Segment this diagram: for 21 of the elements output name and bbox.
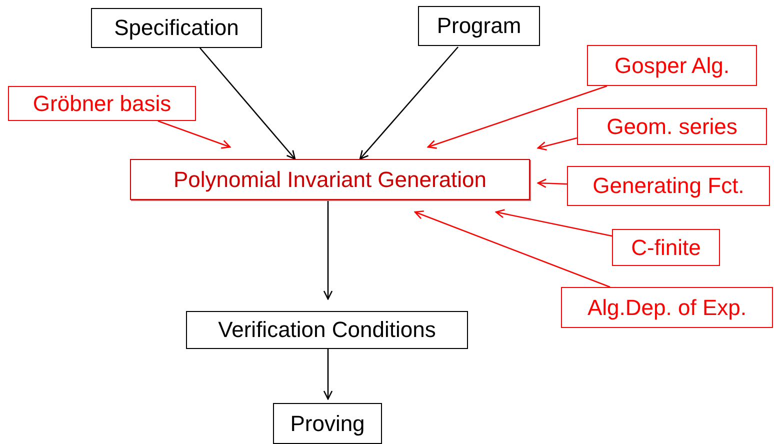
arrow	[427, 85, 608, 149]
text-box: Gröbner basis	[8, 86, 196, 121]
text-box: Verification Conditions	[186, 311, 468, 349]
text-box: Specification	[91, 8, 262, 48]
arrow	[537, 178, 568, 188]
arrow	[200, 48, 296, 160]
text-box: Generating Fct.	[567, 166, 770, 206]
text-box: Geom. series	[577, 108, 767, 145]
text-box: Gosper Alg.	[587, 45, 757, 86]
text-box: Alg.Dep. of Exp.	[561, 287, 773, 328]
arrow	[414, 210, 610, 288]
text-box: Polynomial Invariant Generation	[130, 159, 530, 200]
arrow	[537, 137, 578, 151]
text-box: Program	[418, 6, 540, 46]
arrow	[323, 200, 333, 300]
text-box: Proving	[273, 403, 382, 444]
arrow	[495, 209, 612, 237]
arrow	[158, 120, 231, 149]
arrow	[359, 46, 458, 160]
arrow	[323, 349, 333, 400]
text-box: C-finite	[612, 229, 720, 266]
